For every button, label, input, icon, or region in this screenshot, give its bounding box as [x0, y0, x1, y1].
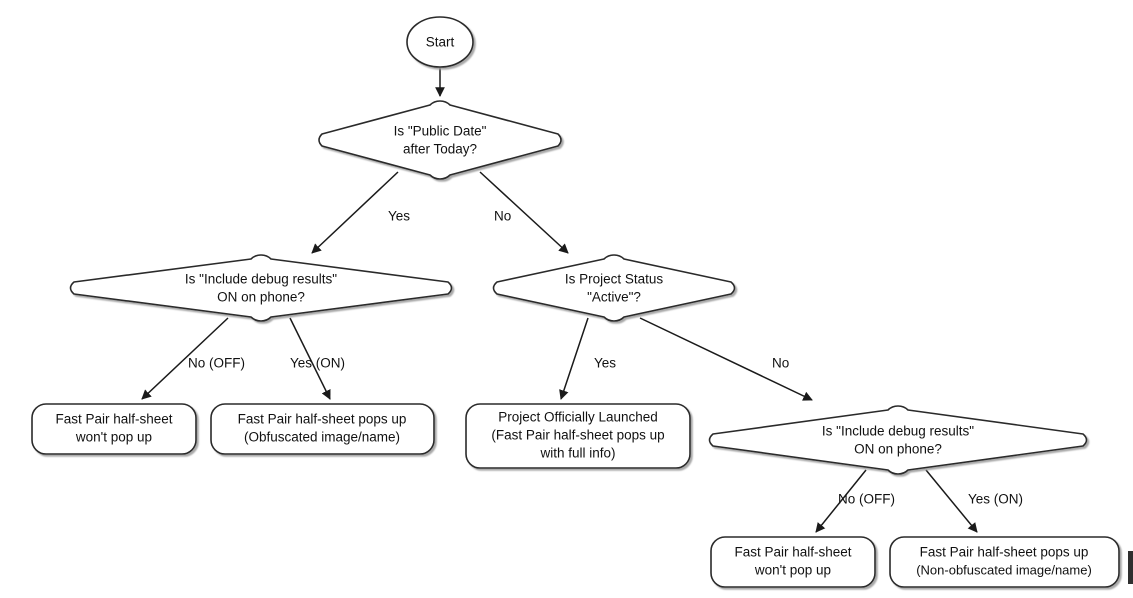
terminal-right-off-line1: Fast Pair half-sheet — [734, 545, 851, 560]
node-decision-project-status[interactable]: Is Project Status "Active"? — [492, 254, 736, 322]
node-start[interactable]: Start — [406, 16, 474, 68]
terminal-right-on-line2: (Non-obfuscated image/name) — [916, 562, 1092, 577]
project-status-line1: Is Project Status — [565, 272, 664, 287]
edge-label-project-status-yes: Yes — [594, 356, 616, 371]
edge-label-project-status-no: No — [772, 356, 789, 371]
terminal-launched-line3: with full info) — [539, 446, 615, 461]
edge-label-debug-right-no: No (OFF) — [838, 492, 895, 507]
edge-label-debug-right-yes: Yes (ON) — [968, 492, 1023, 507]
edge-public-date-yes — [311, 171, 399, 254]
node-decision-debug-left[interactable]: Is "Include debug results" ON on phone? — [69, 254, 453, 322]
edge-public-date-no — [479, 171, 569, 254]
edge-project-status-no — [639, 317, 813, 401]
debug-right-line1: Is "Include debug results" — [822, 424, 974, 439]
node-terminal-right-on[interactable]: Fast Pair half-sheet pops up (Non-obfusc… — [889, 536, 1120, 588]
terminal-left-on-box — [210, 403, 435, 455]
terminal-right-off-line2: won't pop up — [754, 563, 831, 578]
edge-label-public-date-yes: Yes — [388, 209, 410, 224]
node-terminal-left-off[interactable]: Fast Pair half-sheet won't pop up — [31, 403, 197, 455]
node-decision-public-date[interactable]: Is "Public Date" after Today? — [318, 100, 562, 180]
edge-labels-layer: Yes No No (OFF) Yes (ON) Yes No No (OFF)… — [188, 209, 1023, 507]
edge-project-status-yes — [559, 317, 589, 400]
terminal-launched-line1: Project Officially Launched — [498, 410, 658, 425]
debug-left-line2: ON on phone? — [217, 290, 305, 305]
edge-label-debug-left-no: No (OFF) — [188, 356, 245, 371]
public-date-diamond — [318, 100, 562, 180]
debug-left-diamond — [69, 254, 453, 322]
edge-label-public-date-no: No — [494, 209, 511, 224]
terminal-launched-line2: (Fast Pair half-sheet pops up — [491, 428, 664, 443]
start-label: Start — [426, 35, 455, 50]
start-ellipse — [406, 16, 474, 68]
terminal-left-off-line1: Fast Pair half-sheet — [55, 412, 172, 427]
node-terminal-right-off[interactable]: Fast Pair half-sheet won't pop up — [710, 536, 876, 588]
public-date-line2: after Today? — [403, 142, 477, 157]
edge-debug-left-yes — [289, 317, 331, 400]
terminal-left-off-line2: won't pop up — [75, 430, 152, 445]
project-status-line2: "Active"? — [587, 290, 641, 305]
edge-debug-right-no — [815, 469, 867, 533]
terminal-right-on-line1: Fast Pair half-sheet pops up — [920, 545, 1089, 560]
edge-label-debug-left-yes: Yes (ON) — [290, 356, 345, 371]
terminal-left-on-line2: (Obfuscated image/name) — [244, 430, 400, 445]
node-terminal-left-on[interactable]: Fast Pair half-sheet pops up (Obfuscated… — [210, 403, 435, 455]
edges-layer — [141, 62, 978, 533]
terminal-launched-box — [465, 403, 691, 469]
debug-right-diamond — [708, 405, 1088, 475]
debug-right-line2: ON on phone? — [854, 442, 942, 457]
project-status-diamond — [492, 254, 736, 322]
edge-debug-left-no — [141, 317, 229, 400]
debug-left-line1: Is "Include debug results" — [185, 272, 337, 287]
node-terminal-launched[interactable]: Project Officially Launched (Fast Pair h… — [465, 403, 691, 469]
public-date-line1: Is "Public Date" — [394, 124, 487, 139]
terminal-left-off-box — [31, 403, 197, 455]
edge-crop-artifact — [1128, 551, 1133, 584]
node-decision-debug-right[interactable]: Is "Include debug results" ON on phone? — [708, 405, 1088, 475]
terminal-left-on-line1: Fast Pair half-sheet pops up — [238, 412, 407, 427]
terminal-right-on-box — [889, 536, 1120, 588]
terminal-right-off-box — [710, 536, 876, 588]
edge-debug-right-yes — [925, 469, 978, 533]
